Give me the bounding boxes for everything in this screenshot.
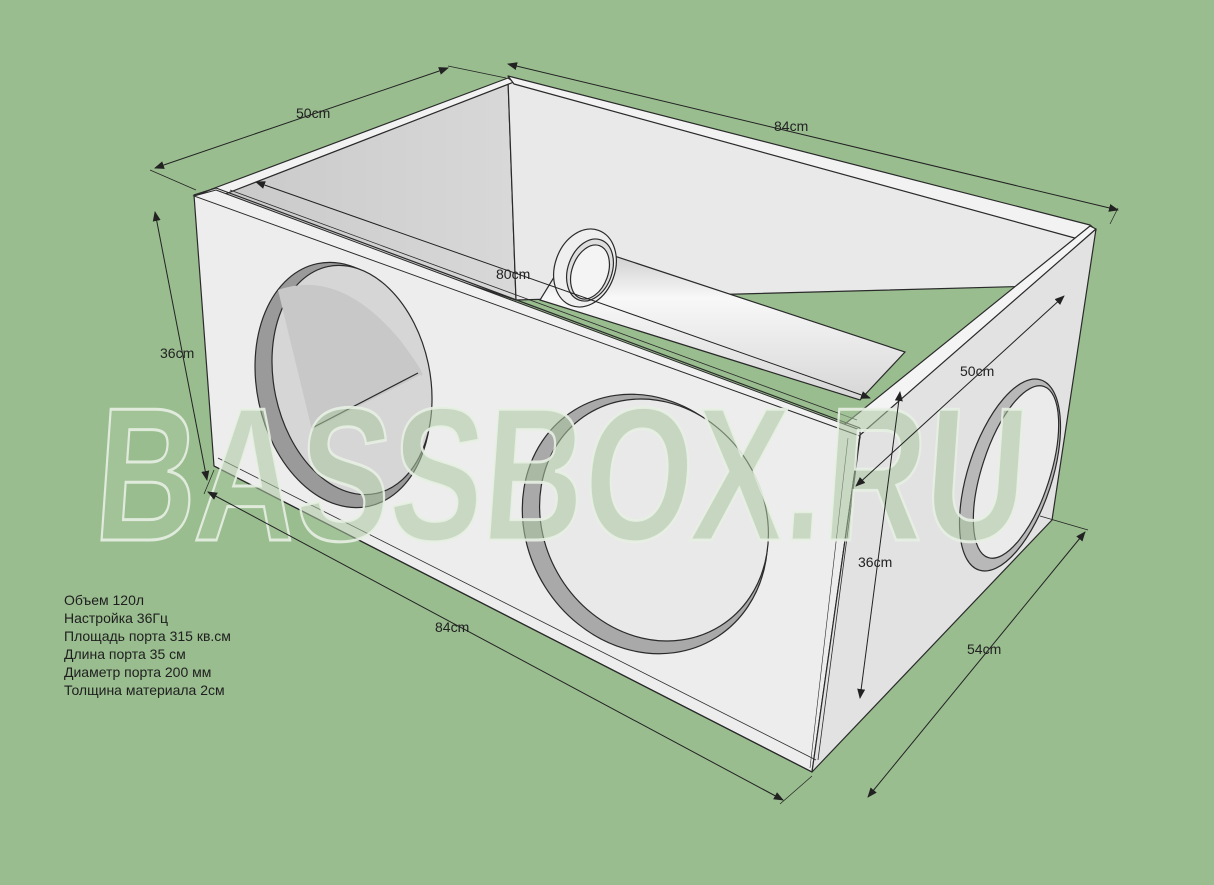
dimension-lines bbox=[149, 62, 1119, 805]
spec-port-length: Длина порта 35 см bbox=[64, 646, 186, 662]
label-inner-length: 80cm bbox=[496, 266, 530, 282]
dim-line-top-depth bbox=[154, 67, 449, 169]
right-vertical-edge bbox=[817, 437, 861, 761]
dim-line-top-length bbox=[507, 62, 1119, 212]
dim-line-inner-length bbox=[255, 181, 871, 399]
label-side-depth: 50cm bbox=[960, 363, 994, 379]
label-top-length: 84cm bbox=[774, 118, 808, 134]
dim-line-height-left bbox=[152, 211, 210, 481]
dimension-labels: 50cm 84cm 80cm 36cm 50cm 36cm 84cm 54cm bbox=[160, 105, 1001, 657]
label-top-depth: 50cm bbox=[296, 105, 330, 121]
spec-port-area: Площадь порта 315 кв.см bbox=[64, 628, 231, 644]
label-bottom-depth: 54cm bbox=[967, 641, 1001, 657]
label-bottom-length: 84cm bbox=[435, 619, 469, 635]
watermark-text: BASSBOX.RU bbox=[89, 369, 1034, 581]
spec-list: Объем 120л Настройка 36Гц Площадь порта … bbox=[64, 591, 231, 699]
dim-line-bottom-depth bbox=[867, 531, 1086, 798]
spec-material-thickness: Толщина материала 2см bbox=[64, 682, 225, 698]
spec-tuning: Настройка 36Гц bbox=[64, 610, 168, 626]
dim-line-bottom-length bbox=[207, 491, 784, 801]
spec-port-diameter: Диаметр порта 200 мм bbox=[64, 664, 212, 680]
label-side-height: 36cm bbox=[858, 554, 892, 570]
spec-volume: Объем 120л bbox=[64, 592, 145, 608]
label-height-left: 36cm bbox=[160, 345, 194, 361]
